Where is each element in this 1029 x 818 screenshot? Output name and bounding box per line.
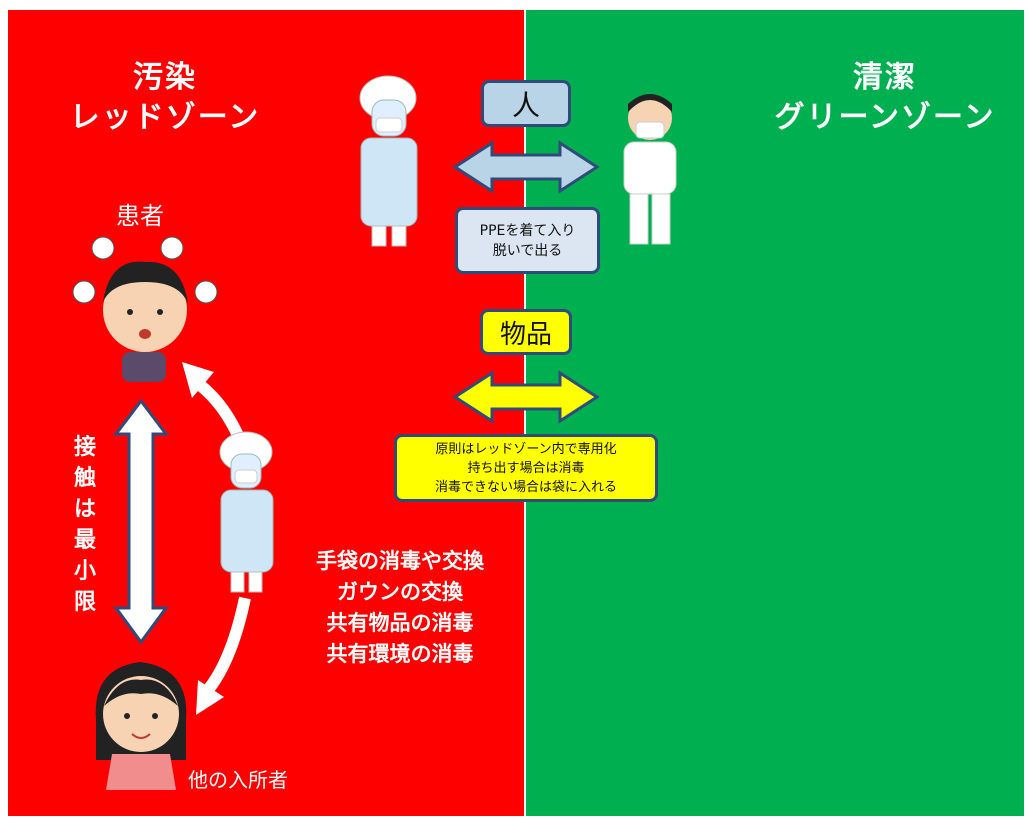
patient-label: 患者 bbox=[116, 202, 164, 230]
staff-action-item: 手袋の消毒や交換 bbox=[316, 549, 484, 573]
contact-double-arrow bbox=[112, 398, 170, 645]
ppe-staff-icon bbox=[359, 75, 418, 247]
contact-label-char: は bbox=[73, 497, 96, 522]
ppe-note-line2: 脱いで出る bbox=[492, 242, 563, 259]
resident-icon bbox=[95, 662, 187, 790]
red-zone bbox=[8, 10, 524, 816]
staff-action-item: ガウンの交換 bbox=[337, 580, 463, 604]
green-zone bbox=[526, 10, 1024, 816]
clean-staff-icon bbox=[623, 94, 677, 245]
goods-box: 物品 bbox=[480, 309, 572, 355]
arrow-to-patient bbox=[196, 380, 246, 443]
ppe-staff-icon-middle bbox=[219, 431, 274, 593]
goods-note: 原則はレッドゾーン内で専用化 持ち出す場合は消毒 消毒できない場合は袋に入れる bbox=[394, 434, 658, 502]
ppe-note: PPEを着て入り 脱いで出る bbox=[455, 207, 600, 274]
green-zone-title: 清潔 グリーンゾーン bbox=[760, 58, 1010, 138]
people-box: 人 bbox=[481, 80, 571, 127]
goods-box-label: 物品 bbox=[499, 319, 552, 350]
goods-note-line3: 消毒できない場合は袋に入れる bbox=[434, 479, 617, 495]
contact-label: 接 触 は 最 小 限 bbox=[70, 432, 100, 618]
contact-label-char: 小 bbox=[73, 559, 96, 584]
people-box-label: 人 bbox=[511, 88, 540, 122]
red-zone-title-line1: 汚染 bbox=[133, 60, 197, 95]
staff-action-item: 共有環境の消毒 bbox=[326, 642, 474, 666]
green-zone-title-line2: グリーンゾーン bbox=[774, 100, 996, 135]
contact-label-char: 限 bbox=[73, 590, 96, 615]
arrow-to-resident bbox=[203, 596, 251, 694]
red-zone-title-line2: レッドゾーン bbox=[69, 100, 261, 135]
contact-label-char: 触 bbox=[73, 466, 96, 491]
staff-action-item: 共有物品の消毒 bbox=[326, 611, 474, 635]
goods-double-arrow bbox=[452, 370, 600, 424]
goods-note-line1: 原則はレッドゾーン内で専用化 bbox=[435, 441, 617, 457]
resident-label: 他の入所者 bbox=[188, 768, 288, 792]
people-double-arrow bbox=[452, 140, 600, 194]
goods-note-line2: 持ち出す場合は消毒 bbox=[467, 460, 585, 476]
red-zone-title: 汚染 レッドゾーン bbox=[40, 58, 290, 138]
staff-actions: 手袋の消毒や交換 ガウンの交換 共有物品の消毒 共有環境の消毒 bbox=[290, 546, 510, 670]
contact-label-char: 最 bbox=[73, 528, 96, 553]
contact-label-char: 接 bbox=[73, 435, 96, 460]
green-zone-title-line1: 清潔 bbox=[853, 60, 917, 95]
patient-icon bbox=[72, 236, 218, 382]
ppe-note-line1: PPEを着て入り bbox=[479, 222, 576, 239]
